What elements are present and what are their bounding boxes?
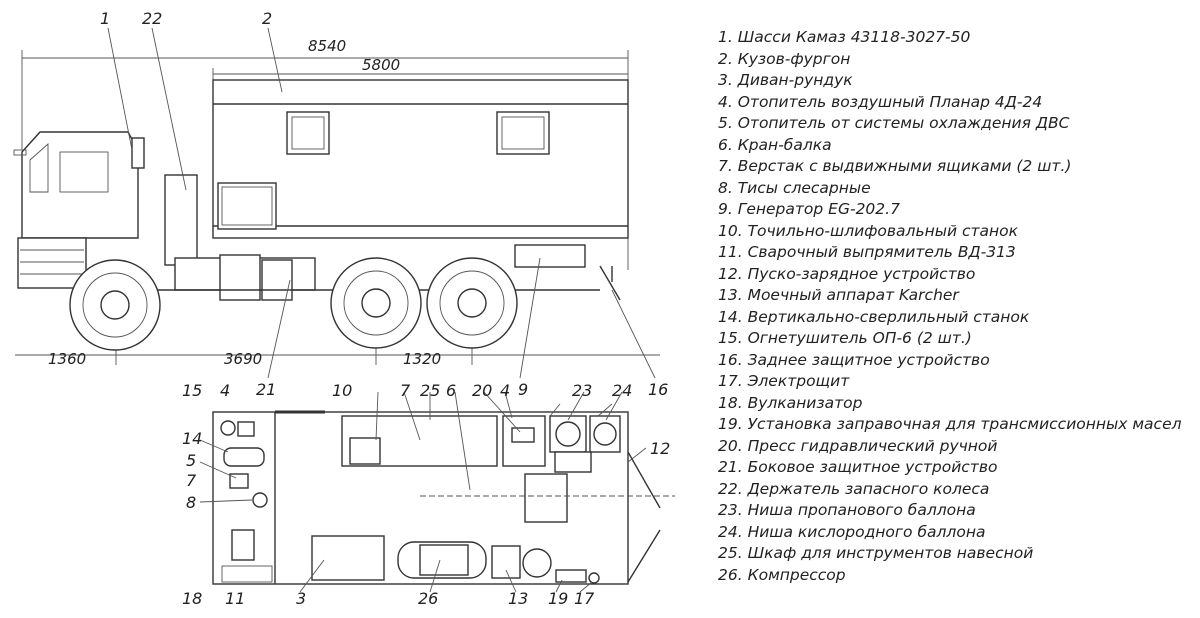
legend-item: 6. Кран-балка <box>718 135 832 154</box>
plan-view: 15 4 10 7 25 6 20 4 23 24 14 5 7 8 12 18… <box>182 381 675 608</box>
callout-5: 5 <box>186 451 196 470</box>
legend-item: 10. Точильно-шлифовальный станок <box>718 221 1018 240</box>
dim-wheelbase: 3690 <box>224 350 262 368</box>
legend-item: 3. Диван-рундук <box>718 71 853 89</box>
side-view: 8540 5800 1360 3690 1320 <box>13 9 668 399</box>
legend-item: 19. Установка заправочная для трансмисси… <box>718 415 1182 433</box>
callout-4a: 4 <box>220 381 230 400</box>
legend-item: 2. Кузов-фургон <box>718 49 851 68</box>
legend-item: 23. Ниша пропанового баллона <box>718 501 976 519</box>
callout-12: 12 <box>650 439 670 458</box>
callout-22: 22 <box>142 9 162 28</box>
legend-item: 12. Пуско-зарядное устройство <box>718 264 976 283</box>
callout-17: 17 <box>574 589 595 608</box>
callout-11: 11 <box>225 589 245 608</box>
callout-21: 21 <box>256 380 276 399</box>
callout-14: 14 <box>182 429 202 448</box>
legend-item: 4. Отопитель воздушный Планар 4Д-24 <box>718 92 1043 111</box>
legend-item: 13. Моечный аппарат Karcher <box>718 286 959 304</box>
callout-3: 3 <box>296 589 306 608</box>
dim-front-overhang: 1360 <box>48 350 86 368</box>
legend-item: 5. Отопитель от системы охлаждения ДВС <box>718 114 1070 132</box>
legend-item: 22. Держатель запасного колеса <box>718 479 990 498</box>
plan-leaders <box>199 391 647 593</box>
callout-1: 1 <box>100 9 110 28</box>
legend-item: 17. Электрощит <box>718 372 850 390</box>
callout-24: 24 <box>612 381 632 400</box>
callout-19: 19 <box>548 589 568 608</box>
callout-20: 20 <box>472 381 492 400</box>
legend-item: 21. Боковое защитное устройство <box>718 458 998 476</box>
legend: 1. Шасси Камаз 43118-3027-50 2. Кузов-фу… <box>718 27 1198 586</box>
callout-26: 26 <box>418 589 438 608</box>
callout-23: 23 <box>572 381 592 400</box>
legend-item: 8. Тисы слесарные <box>718 178 871 197</box>
truck-cab <box>13 131 145 289</box>
legend-item: 20. Пресс гидравлический ручной <box>718 436 998 455</box>
callout-16: 16 <box>648 380 668 399</box>
callout-7a: 7 <box>400 381 411 400</box>
legend-item: 9. Генератор EG-202.7 <box>718 200 900 218</box>
chassis <box>138 174 621 301</box>
callout-15: 15 <box>182 381 202 400</box>
legend-list: 1. Шасси Камаз 43118-3027-50 2. Кузов-фу… <box>718 27 1198 586</box>
legend-item: 14. Вертикально-сверлильный станок <box>718 307 1030 326</box>
legend-item: 18. Вулканизатор <box>718 393 863 412</box>
van-body <box>212 79 629 239</box>
dim-body-length: 5800 <box>362 56 400 74</box>
callout-7b: 7 <box>186 471 197 490</box>
callout-10: 10 <box>332 381 352 400</box>
callout-6: 6 <box>446 381 456 400</box>
dim-total-length: 8540 <box>308 37 346 55</box>
wheels <box>69 257 518 351</box>
legend-item: 24. Ниша кислородного баллона <box>718 522 986 541</box>
callout-8: 8 <box>186 493 196 512</box>
legend-item: 7. Верстак с выдвижными ящиками (2 шт.) <box>718 157 1072 175</box>
callout-25: 25 <box>420 381 440 400</box>
legend-item: 25. Шкаф для инструментов навесной <box>718 544 1034 562</box>
callout-18: 18 <box>182 589 202 608</box>
callout-4b: 4 <box>500 381 510 400</box>
legend-item: 15. Огнетушитель ОП-6 (2 шт.) <box>718 329 972 347</box>
legend-item: 26. Компрессор <box>718 565 846 584</box>
callout-13: 13 <box>508 589 528 608</box>
legend-item: 16. Заднее защитное устройство <box>718 350 990 369</box>
legend-item: 11. Сварочный выпрямитель ВД-313 <box>718 243 1016 261</box>
dim-rear-axle-spacing: 1320 <box>403 350 441 368</box>
legend-item: 1. Шасси Камаз 43118-3027-50 <box>718 28 971 46</box>
callout-2: 2 <box>262 9 272 28</box>
callout-9: 9 <box>518 380 528 399</box>
side-leaders <box>107 27 656 379</box>
